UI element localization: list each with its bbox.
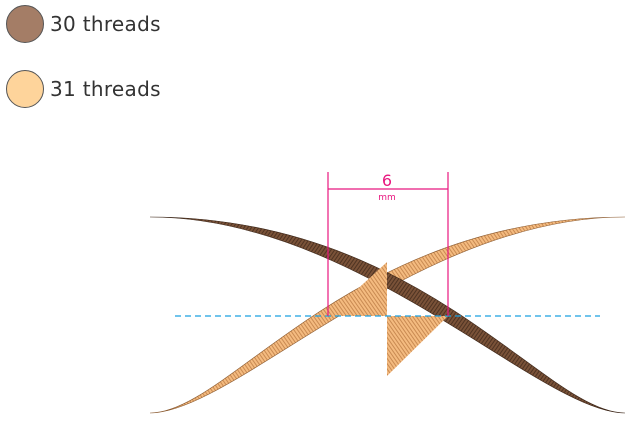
dimension-unit: mm — [378, 193, 396, 203]
legend-label: 31 threads — [50, 77, 161, 101]
legend-item-31-threads: 31 threads — [6, 70, 161, 108]
overlap-lower-light — [387, 316, 448, 376]
legend-item-30-threads: 30 threads — [6, 5, 161, 43]
dimension-value: 6 — [381, 171, 393, 190]
dimension-6mm — [327, 172, 449, 316]
overlap-upper-light — [328, 262, 387, 316]
legend-label: 30 threads — [50, 12, 161, 36]
light-swatch-icon — [6, 70, 44, 108]
dark-swatch-icon — [6, 5, 44, 43]
light-band-31-threads — [149, 216, 626, 414]
dark-band-30-threads — [149, 216, 626, 414]
